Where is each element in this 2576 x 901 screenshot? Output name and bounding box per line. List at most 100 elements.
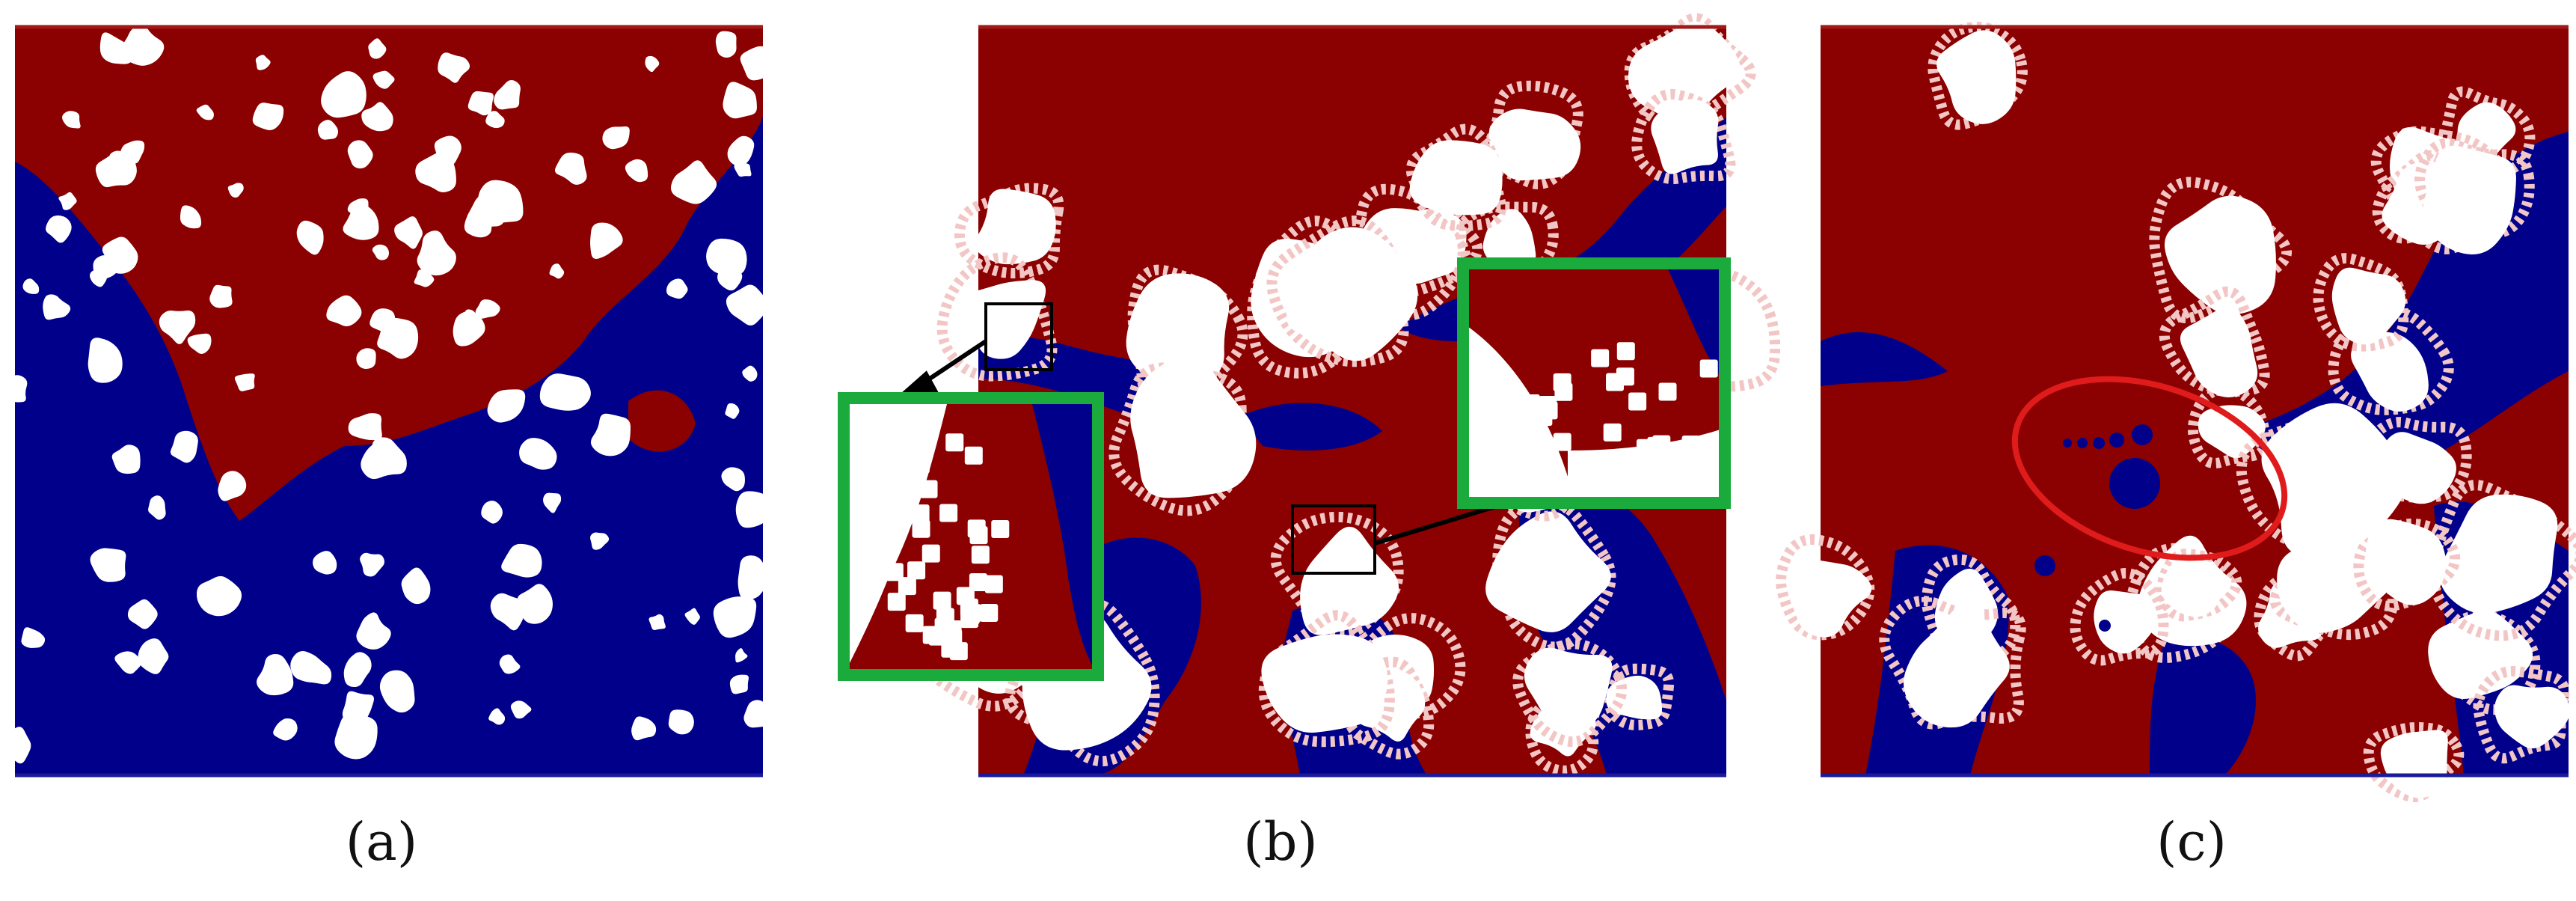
solid-grain <box>313 551 337 575</box>
solid-grain <box>148 495 166 520</box>
solid-grain <box>2261 403 2406 558</box>
solid-grain <box>196 104 214 120</box>
grain-square <box>1679 464 1698 483</box>
solid-grain <box>58 192 77 210</box>
solid-grain <box>372 70 395 89</box>
grain-square <box>933 591 951 610</box>
solid-grain <box>488 708 506 725</box>
grain-square <box>1658 382 1677 401</box>
grain-coating <box>1921 554 2021 665</box>
solid-grain <box>343 204 379 240</box>
solid-grain <box>740 46 777 81</box>
solid-grain <box>99 32 136 64</box>
solid-grain <box>487 389 526 423</box>
grain-square <box>1603 423 1622 442</box>
caption-a: (a) <box>345 811 418 873</box>
solid-grain <box>21 627 46 648</box>
grain-coating <box>1266 216 1409 367</box>
zoom-inset-left <box>838 392 1104 681</box>
grain-square <box>1534 408 1553 427</box>
solid-grain <box>2164 195 2276 315</box>
solid-grain <box>1786 560 1872 638</box>
solid-grain <box>631 716 657 741</box>
solid-grain <box>180 205 202 229</box>
solid-grain <box>22 278 40 294</box>
solid-grain <box>670 160 717 204</box>
solid-grain <box>1485 511 1611 632</box>
solid-grain <box>317 120 339 140</box>
grain-coating <box>1512 638 1628 748</box>
solid-grain <box>326 295 362 327</box>
solid-grain <box>1651 99 1719 174</box>
solid-grain <box>721 467 745 492</box>
grain-coating <box>2070 568 2169 666</box>
grain-square <box>898 490 917 509</box>
solid-grain <box>648 614 666 630</box>
grain-square <box>919 480 938 498</box>
solid-grain <box>356 612 391 650</box>
solid-grain <box>543 492 562 513</box>
grain-coating <box>1345 656 1435 760</box>
caption-b: (b) <box>1243 811 1318 873</box>
solid-grain <box>668 709 694 735</box>
solid-grain <box>735 491 771 528</box>
grain-coating <box>1631 88 1736 185</box>
solid-grain <box>438 52 470 83</box>
grain-coating <box>1247 216 1383 379</box>
grain-coating <box>1270 511 1404 639</box>
grain-coating <box>2313 253 2409 352</box>
solid-grain <box>1903 600 2010 728</box>
solid-grain <box>481 500 503 524</box>
solid-grain <box>1488 109 1581 181</box>
solid-grain <box>43 294 71 320</box>
grain-coating <box>2363 722 2465 803</box>
grain-square <box>1699 359 1718 378</box>
solid-grain <box>742 365 758 382</box>
grain-square <box>1553 433 1571 451</box>
grain-square <box>945 433 964 452</box>
solid-grain <box>743 700 773 728</box>
solid-grain <box>715 31 737 58</box>
panel-c-trapped-droplets <box>2034 424 2160 632</box>
panel-b-simulation <box>838 13 1781 778</box>
solid-grain <box>196 575 242 617</box>
grain-square <box>887 445 906 463</box>
solid-grain <box>347 198 369 218</box>
solid-grain <box>46 215 72 243</box>
caption-c: (c) <box>2156 811 2227 873</box>
solid-grain <box>2161 557 2220 617</box>
solid-grain <box>729 674 749 694</box>
solid-grain <box>1936 30 2017 124</box>
solid-grain <box>343 652 372 688</box>
grain-square <box>1617 478 1636 497</box>
solid-grain <box>494 79 521 110</box>
grain-square <box>980 604 999 623</box>
solid-grain <box>726 284 769 326</box>
grain-square <box>1681 435 1700 453</box>
solid-grain <box>2331 267 2406 345</box>
solid-grain <box>549 263 565 279</box>
solid-grain <box>0 727 31 764</box>
panel-a-simulation <box>0 24 777 778</box>
solid-grain <box>475 299 500 319</box>
grain-square <box>969 572 987 591</box>
grain-square <box>956 587 975 605</box>
grain-square <box>911 455 930 474</box>
panel-c-blue-bottom-center <box>2150 635 2256 775</box>
solid-grain <box>127 599 158 629</box>
solid-grain <box>218 471 247 501</box>
grain-coating <box>2473 666 2570 764</box>
solid-grain <box>252 103 284 130</box>
grain-square <box>1616 342 1635 361</box>
solid-grain <box>706 238 747 275</box>
solid-grain <box>727 135 755 167</box>
solid-grain <box>957 280 1046 359</box>
solid-grain <box>1482 209 1536 266</box>
solid-grain <box>645 55 660 73</box>
solid-grain <box>725 403 740 419</box>
solid-grain <box>159 310 196 344</box>
solid-grain <box>102 236 138 274</box>
grain-square <box>971 546 990 564</box>
grain-square <box>912 519 930 538</box>
solid-grain <box>88 338 123 383</box>
